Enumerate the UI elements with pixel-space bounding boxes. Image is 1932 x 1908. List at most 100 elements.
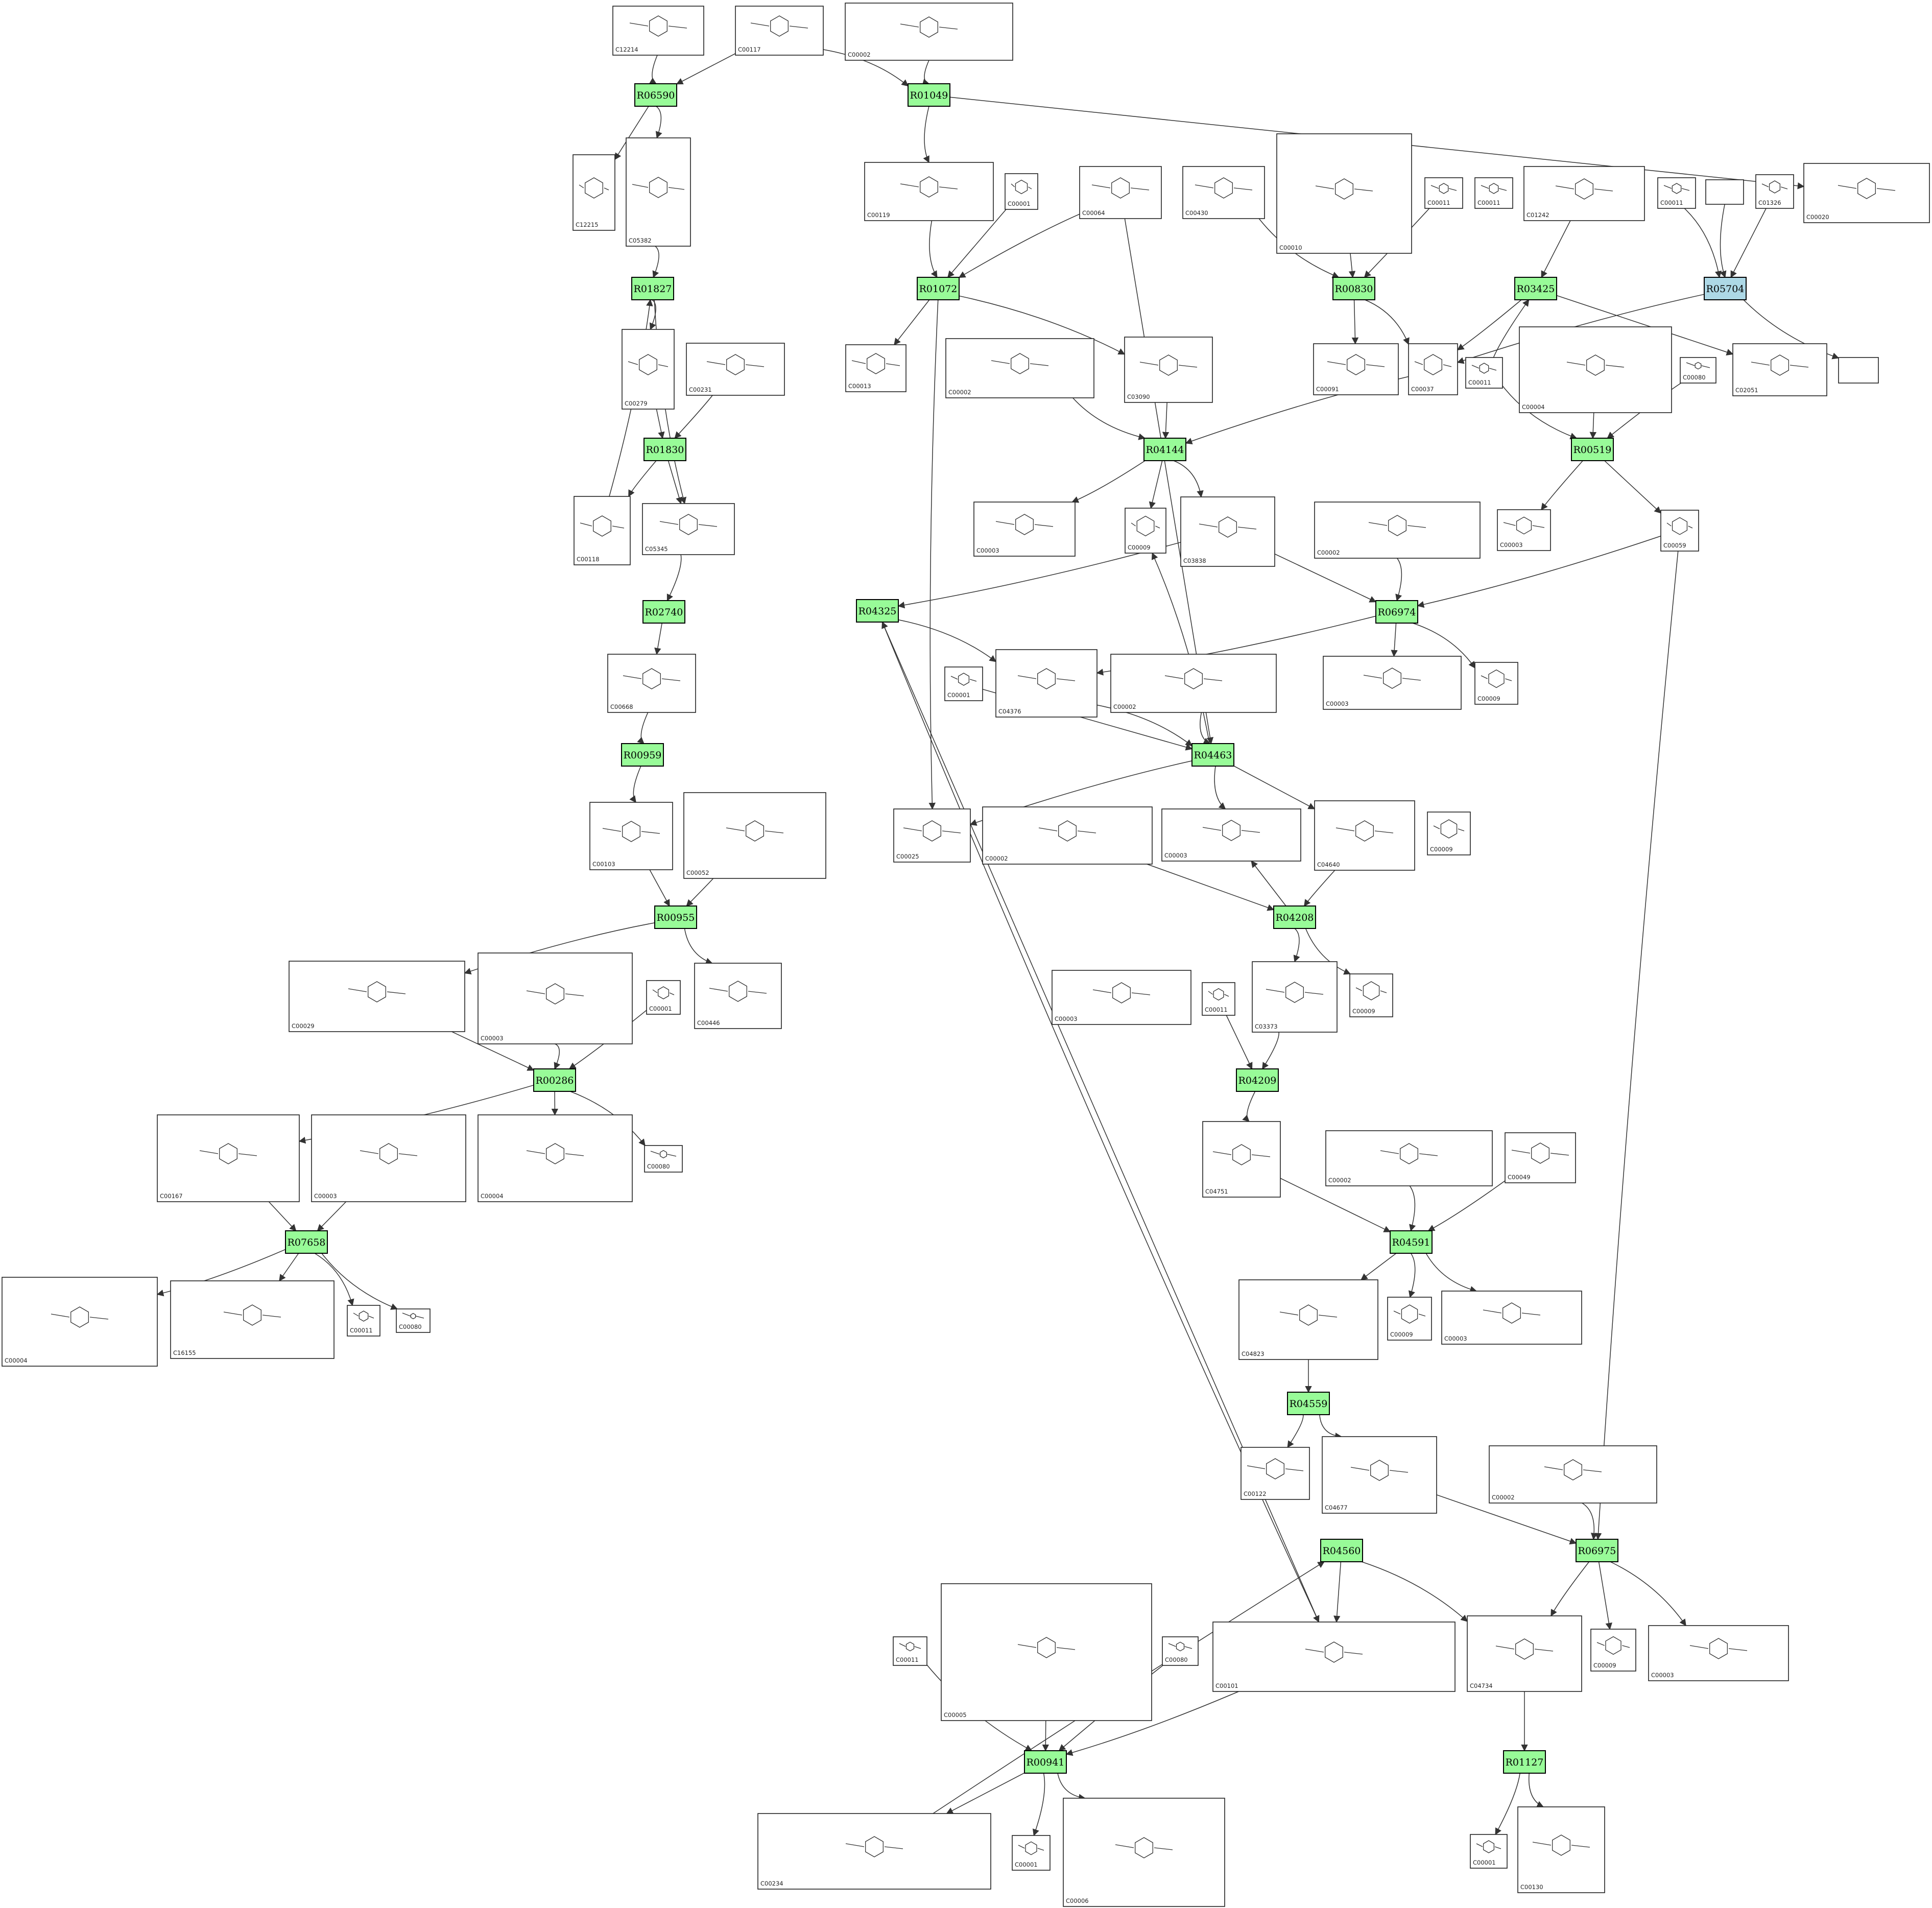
compound-box[interactable] (589, 802, 673, 870)
compound-box[interactable] (1238, 1279, 1378, 1360)
compound-node[interactable]: C12215 (573, 154, 615, 231)
reaction-box[interactable] (1514, 277, 1557, 300)
compound-box[interactable] (845, 344, 907, 392)
compound-node[interactable]: C00430 (1182, 166, 1265, 219)
compound-box[interactable] (1180, 496, 1275, 567)
reaction-node[interactable]: R01072 (917, 277, 960, 300)
compound-box[interactable] (1648, 1625, 1789, 1681)
compound-node[interactable]: C00119 (864, 162, 994, 221)
reaction-box[interactable] (1576, 1539, 1618, 1562)
compound-box[interactable] (1467, 1615, 1582, 1692)
compound-node[interactable]: C00103 (589, 802, 673, 870)
reaction-box[interactable] (1571, 438, 1614, 461)
compound-node[interactable]: C00002 (982, 806, 1153, 865)
compound-box[interactable] (1441, 1291, 1582, 1345)
compound-box[interactable] (1838, 357, 1879, 384)
reaction-box[interactable] (631, 277, 674, 300)
compound-node[interactable]: C00001 (1005, 173, 1038, 210)
compound-node[interactable]: C16155 (170, 1280, 335, 1359)
compound-box[interactable] (1161, 808, 1301, 862)
compound-node[interactable]: C00001 (1012, 1835, 1051, 1871)
compound-node[interactable]: C00029 (289, 961, 465, 1032)
reaction-box[interactable] (1375, 600, 1418, 624)
compound-box[interactable] (478, 952, 633, 1044)
compound-node[interactable]: C00118 (574, 496, 631, 565)
compound-node[interactable]: C00011 (1474, 177, 1513, 209)
compound-node[interactable] (1705, 179, 1744, 205)
compound-box[interactable] (973, 502, 1076, 557)
compound-box[interactable] (478, 1114, 633, 1202)
compound-node[interactable] (1838, 357, 1879, 384)
compound-node[interactable]: C00001 (1470, 1834, 1508, 1869)
compound-box[interactable] (1005, 173, 1038, 210)
compound-node[interactable]: C00101 (1212, 1621, 1456, 1692)
compound-node[interactable]: C00059 (1660, 510, 1699, 552)
compound-box[interactable] (1732, 343, 1827, 396)
compound-box[interactable] (574, 496, 631, 565)
compound-box[interactable] (1427, 812, 1471, 855)
compound-node[interactable]: C00009 (1590, 1629, 1636, 1672)
compound-node[interactable]: C00130 (1517, 1806, 1605, 1893)
compound-box[interactable] (157, 1114, 300, 1202)
compound-box[interactable] (646, 980, 681, 1015)
compound-box[interactable] (735, 6, 824, 56)
reaction-node[interactable]: R04144 (1143, 438, 1186, 461)
compound-node[interactable]: C00002 (1489, 1445, 1657, 1504)
compound-node[interactable]: C00668 (607, 654, 696, 713)
compound-box[interactable] (1517, 1806, 1605, 1893)
compound-box[interactable] (1252, 961, 1338, 1033)
reaction-box[interactable] (856, 599, 899, 623)
compound-box[interactable] (347, 1305, 380, 1337)
compound-box[interactable] (845, 3, 1013, 61)
reaction-box[interactable] (1287, 1392, 1330, 1415)
compound-box[interactable] (757, 1813, 991, 1890)
compound-node[interactable]: C00003 (1052, 970, 1191, 1025)
compound-node[interactable]: C00080 (396, 1308, 431, 1333)
compound-box[interactable] (1755, 174, 1794, 209)
reaction-node[interactable]: R00941 (1024, 1750, 1067, 1774)
compound-node[interactable]: C00003 (1323, 656, 1462, 710)
compound-box[interactable] (1314, 800, 1415, 871)
compound-node[interactable]: C02051 (1732, 343, 1827, 396)
compound-box[interactable] (1387, 1297, 1432, 1341)
compound-node[interactable]: C00001 (944, 666, 983, 701)
compound-box[interactable] (1124, 337, 1213, 403)
reaction-box[interactable] (285, 1230, 328, 1254)
compound-node[interactable]: C00052 (683, 792, 826, 879)
compound-box[interactable] (1519, 326, 1672, 413)
reaction-node[interactable]: R04559 (1287, 1392, 1330, 1415)
compound-node[interactable]: C00080 (1162, 1636, 1199, 1666)
compound-box[interactable] (607, 654, 696, 713)
compound-node[interactable]: C00020 (1803, 163, 1930, 223)
compound-box[interactable] (311, 1114, 466, 1202)
reaction-node[interactable]: R00286 (533, 1068, 576, 1092)
compound-box[interactable] (644, 1145, 683, 1173)
compound-node[interactable]: C00002 (845, 3, 1013, 61)
reaction-node[interactable]: R03425 (1514, 277, 1557, 300)
compound-box[interactable] (1680, 357, 1716, 384)
compound-box[interactable] (1505, 1132, 1576, 1183)
reaction-node[interactable]: R01827 (631, 277, 674, 300)
compound-node[interactable]: C00009 (1387, 1297, 1432, 1341)
compound-box[interactable] (1705, 179, 1744, 205)
compound-node[interactable]: C00117 (735, 6, 824, 56)
compound-node[interactable]: C00003 (1497, 509, 1551, 551)
compound-node[interactable]: C04751 (1202, 1121, 1281, 1198)
reaction-box[interactable] (908, 83, 950, 107)
compound-node[interactable]: C00049 (1505, 1132, 1576, 1183)
compound-node[interactable]: C03373 (1252, 961, 1338, 1033)
compound-node[interactable]: C04734 (1467, 1615, 1582, 1692)
compound-box[interactable] (1590, 1629, 1636, 1672)
compound-node[interactable]: C00006 (1063, 1798, 1225, 1907)
compound-node[interactable]: C00279 (622, 329, 675, 410)
reaction-box[interactable] (917, 277, 960, 300)
compound-node[interactable]: C01326 (1755, 174, 1794, 209)
compound-node[interactable]: C04376 (995, 649, 1098, 718)
compound-box[interactable] (612, 6, 704, 56)
compound-box[interactable] (1079, 166, 1162, 219)
compound-node[interactable]: C00011 (1424, 177, 1463, 209)
compound-node[interactable]: C01242 (1523, 166, 1645, 221)
compound-box[interactable] (1313, 343, 1399, 395)
compound-box[interactable] (944, 666, 983, 701)
reaction-node[interactable]: R06590 (634, 83, 677, 107)
